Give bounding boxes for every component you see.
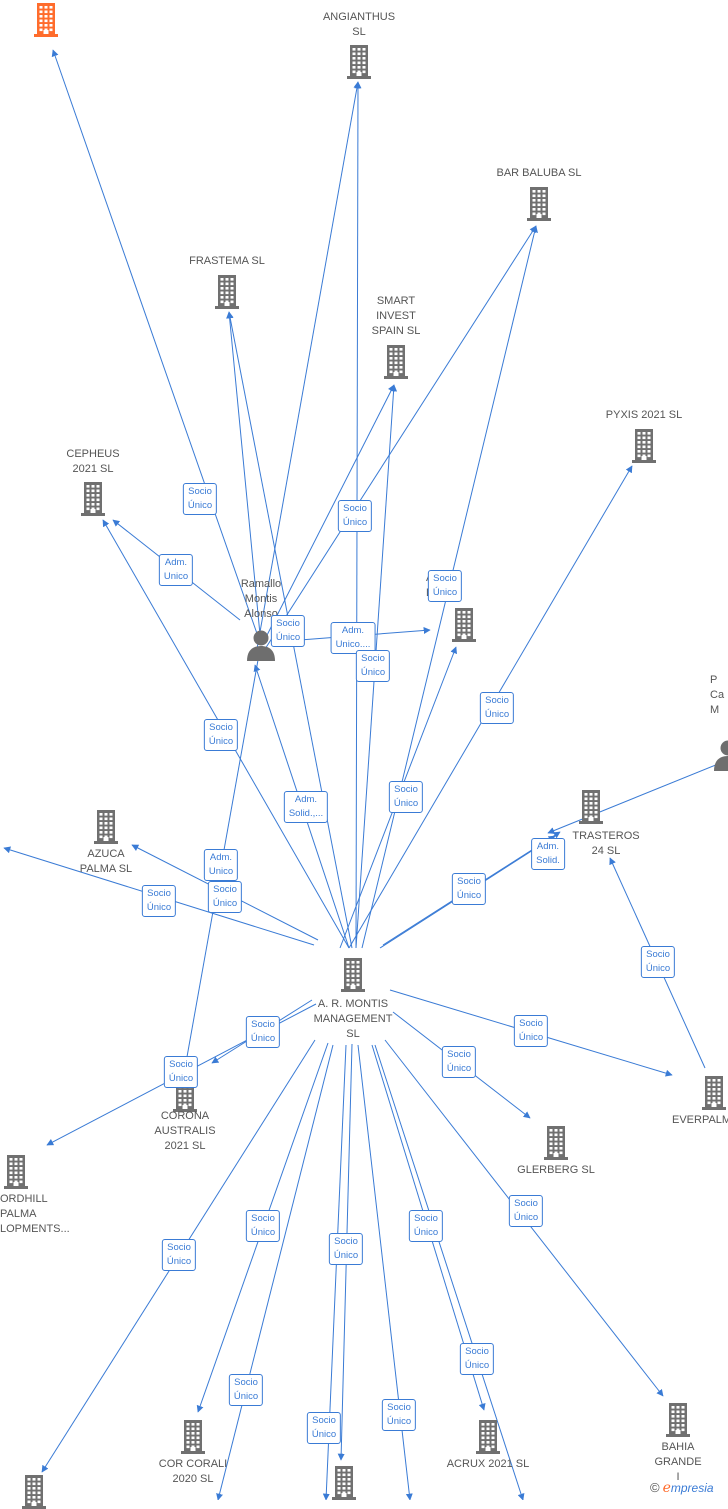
building-icon (332, 1466, 356, 1500)
node-label: CORONA AUSTRALIS 2021 SL (130, 1109, 240, 1154)
relationship-badge[interactable]: Socio Único (307, 1412, 341, 1444)
brand-logo-text: mpresia (671, 1481, 714, 1495)
building-icon (22, 1475, 46, 1509)
relationship-edge (255, 82, 358, 660)
building-icon (215, 275, 239, 309)
node-label: EVERPALM (672, 1113, 728, 1128)
node-label: CEPHEUS 2021 SL (38, 447, 148, 477)
relationship-badge[interactable]: Socio Único (452, 873, 486, 905)
brand-logo-e: e (663, 1480, 671, 1496)
relationship-edge (375, 1045, 523, 1500)
building-icon (181, 1420, 205, 1454)
relationship-badge[interactable]: Socio Único (271, 615, 305, 647)
relationship-badge[interactable]: Socio Único (356, 650, 390, 682)
relationship-badge[interactable]: Socio Único (329, 1233, 363, 1265)
building-icon (476, 1420, 500, 1454)
relationship-badge[interactable]: Adm. Solid.,... (284, 791, 328, 823)
node-label: COR CORALI 2020 SL (138, 1457, 248, 1487)
relationship-badge[interactable]: Socio Único (514, 1015, 548, 1047)
relationship-badge[interactable]: Socio Único (460, 1343, 494, 1375)
building-icon (544, 1126, 568, 1160)
building-icon (632, 429, 656, 463)
relationship-badge[interactable]: Socio Único (229, 1374, 263, 1406)
relationship-badge[interactable]: Adm. Unico (204, 849, 238, 881)
relationship-edge (548, 760, 728, 833)
relationship-badge[interactable]: Socio Único (338, 500, 372, 532)
relationship-badge[interactable]: Socio Único (409, 1210, 443, 1242)
relationship-badge[interactable]: Socio Único (382, 1399, 416, 1431)
relationship-badge[interactable]: Socio Único (142, 885, 176, 917)
copyright-symbol: © (650, 1480, 660, 1495)
relationship-badge[interactable]: Socio Único (183, 483, 217, 515)
relationship-badge[interactable]: Socio Único (246, 1210, 280, 1242)
node-label: FRASTEMA SL (172, 254, 282, 269)
building-icon (702, 1076, 726, 1110)
node-label: GLERBERG SL (501, 1163, 611, 1178)
node-label: BAR BALUBA SL (484, 166, 594, 181)
relationship-badge[interactable]: Socio Único (480, 692, 514, 724)
node-label: P Ca M (710, 673, 728, 718)
node-label: AZUCA PALMA SL (51, 847, 161, 877)
building-icon (666, 1403, 690, 1437)
building-icon (34, 3, 58, 37)
relationship-edge (358, 1045, 410, 1500)
building-icon (94, 810, 118, 844)
relationship-badge[interactable]: Socio Único (204, 719, 238, 751)
building-icon (81, 482, 105, 516)
relationship-badge[interactable]: Socio Único (208, 881, 242, 913)
building-icon (527, 187, 551, 221)
building-icon (341, 958, 365, 992)
relationship-badge[interactable]: Adm. Solid. (531, 838, 565, 870)
building-icon (579, 790, 603, 824)
node-label: ACRUX 2021 SL (433, 1457, 543, 1472)
building-icon (347, 45, 371, 79)
building-icon (452, 608, 476, 642)
person-icon (713, 739, 728, 771)
node-label: TRASTEROS 24 SL (551, 829, 661, 859)
building-icon (384, 345, 408, 379)
node-label: BAHIA GRANDE I (623, 1440, 728, 1485)
relationship-badge[interactable]: Socio Único (246, 1016, 280, 1048)
relationship-badge[interactable]: Adm. Unico (159, 554, 193, 586)
relationship-badge[interactable]: Socio Único (164, 1056, 198, 1088)
relationship-badge[interactable]: Socio Único (162, 1239, 196, 1271)
brand-footer: ©empresia (650, 1480, 714, 1496)
node-label: PYXIS 2021 SL (589, 408, 699, 423)
node-label: A. R. MONTIS MANAGEMENT SL (298, 997, 408, 1042)
relationship-badge[interactable]: Socio Único (641, 946, 675, 978)
relationship-badge[interactable]: Socio Único (509, 1195, 543, 1227)
relationship-badge[interactable]: Socio Único (389, 781, 423, 813)
node-label: SMART INVEST SPAIN SL (341, 294, 451, 339)
node-label: ANGIANTHUS SL (304, 10, 414, 40)
relationship-badge[interactable]: Socio Único (428, 570, 462, 602)
relationship-badge[interactable]: Socio Único (442, 1046, 476, 1078)
node-label: ORDHILL PALMA LOPMENTS... (0, 1192, 80, 1237)
building-icon (4, 1155, 28, 1189)
relationship-edge (53, 50, 261, 645)
